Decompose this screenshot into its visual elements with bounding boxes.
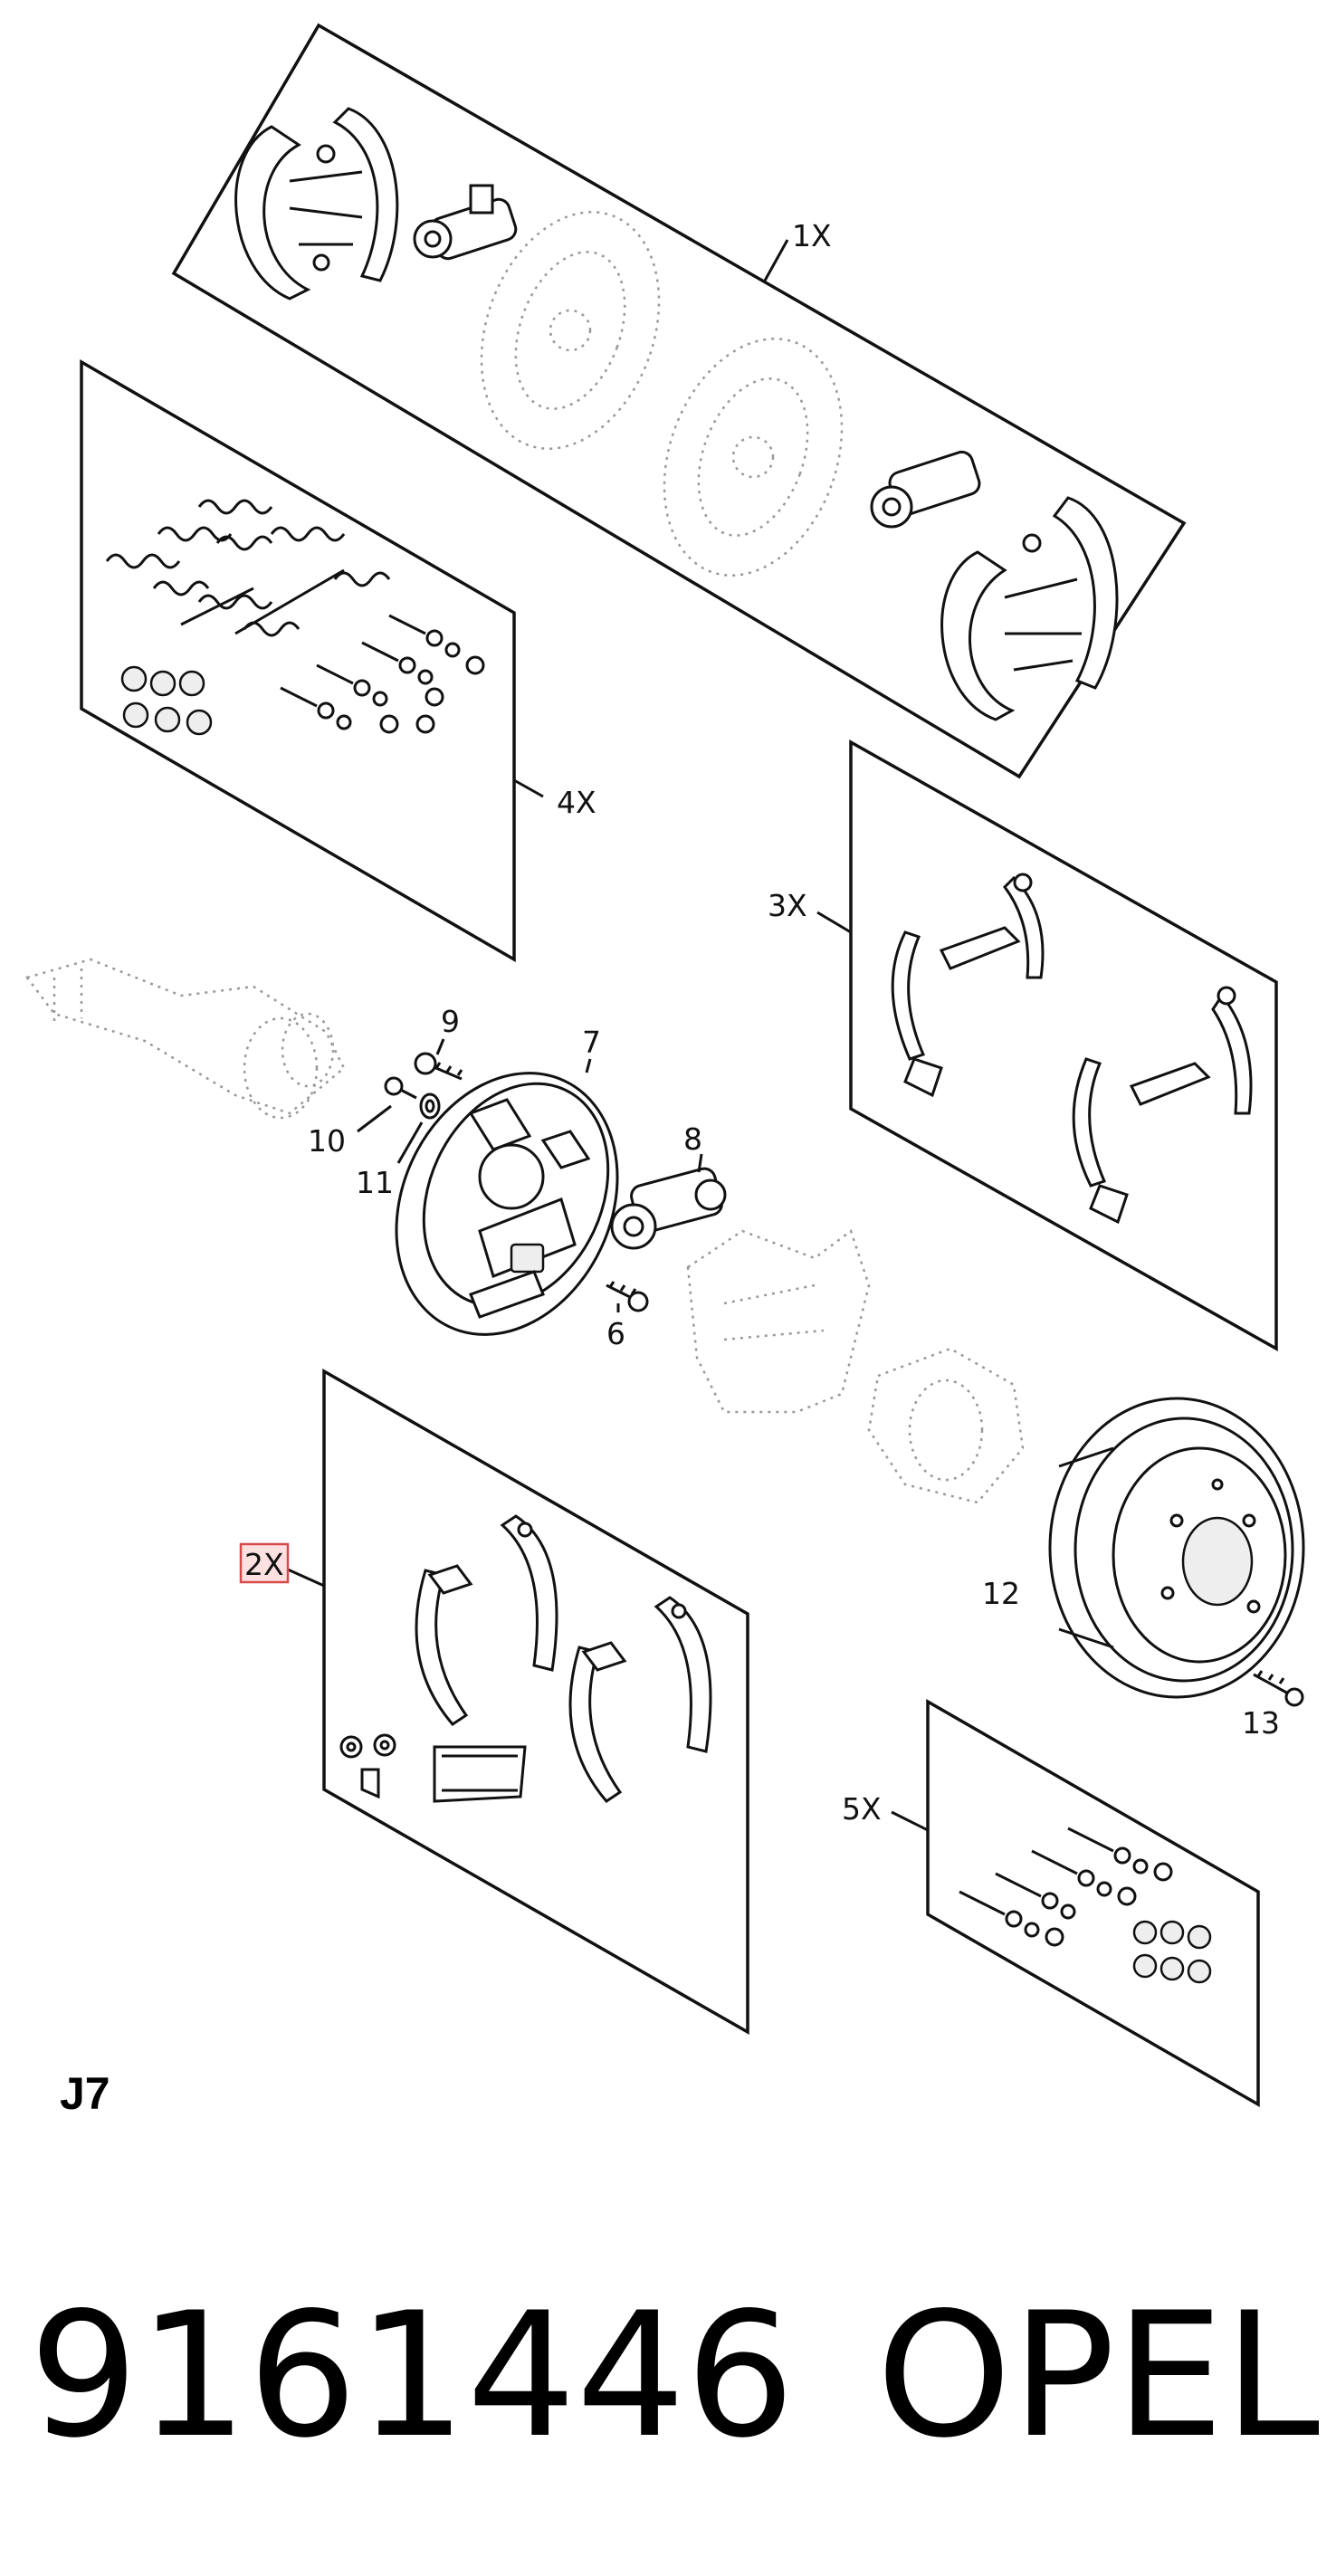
spring-set bbox=[105, 499, 391, 637]
ghost-backplate-1 bbox=[480, 211, 661, 450]
washer-11 bbox=[419, 1092, 441, 1120]
brand-name: OPEL bbox=[876, 2275, 1320, 2476]
bolt-6 bbox=[606, 1281, 649, 1312]
parking-brake-lever-set bbox=[891, 873, 1253, 1225]
section-code: J7 bbox=[60, 2068, 110, 2119]
brake-drum-12 bbox=[1048, 1397, 1305, 1699]
wheel-cylinder-icon bbox=[413, 184, 518, 261]
ghost-axle bbox=[24, 958, 346, 1120]
callout-13: 13 bbox=[1242, 1705, 1280, 1741]
callout-6: 6 bbox=[606, 1316, 625, 1351]
callout-4x: 4X bbox=[557, 785, 596, 820]
wheel-bolt-13 bbox=[1253, 1670, 1304, 1707]
pin-and-washer-set bbox=[280, 614, 485, 734]
callout-9: 9 bbox=[441, 1004, 460, 1039]
bolt-10 bbox=[384, 1076, 417, 1100]
callout-7: 7 bbox=[582, 1025, 601, 1060]
kit-2x-panel: 2X bbox=[239, 1368, 749, 2036]
callout-11: 11 bbox=[356, 1165, 394, 1200]
kit-1x-panel: 1X bbox=[171, 23, 1187, 779]
kit-5x-panel: 5X bbox=[842, 1698, 1260, 2108]
ghost-backplate-2 bbox=[663, 338, 844, 577]
callout-12: 12 bbox=[982, 1576, 1020, 1611]
pin-and-washer-set bbox=[959, 1827, 1173, 1947]
cap-set bbox=[1132, 1920, 1212, 1984]
kit-4x-panel: 4X bbox=[80, 358, 596, 963]
brake-shoe-assembly-right bbox=[940, 496, 1119, 721]
wheel-cylinder-icon bbox=[870, 450, 981, 529]
callout-2x[interactable]: 2X bbox=[244, 1547, 284, 1582]
wheel-cylinder-8 bbox=[610, 1167, 727, 1250]
small-parts-set bbox=[339, 1733, 527, 1803]
ghost-brake-assembly bbox=[686, 1228, 1025, 1504]
brake-shoe-assembly-left bbox=[234, 107, 399, 301]
callout-10: 10 bbox=[308, 1123, 346, 1159]
callout-8: 8 bbox=[683, 1121, 702, 1157]
kit-3x-panel: 3X bbox=[768, 739, 1278, 1351]
callout-2x-highlight[interactable] bbox=[239, 1542, 290, 1584]
part-number: 9161446 bbox=[29, 2275, 795, 2476]
brake-shoe-set bbox=[415, 1514, 712, 1803]
callout-5x: 5X bbox=[842, 1791, 882, 1827]
backplate-7 bbox=[395, 1072, 619, 1336]
bolt-9 bbox=[414, 1052, 463, 1081]
cap-set bbox=[120, 665, 213, 736]
callout-1x: 1X bbox=[792, 218, 832, 253]
callout-3x: 3X bbox=[768, 888, 807, 923]
